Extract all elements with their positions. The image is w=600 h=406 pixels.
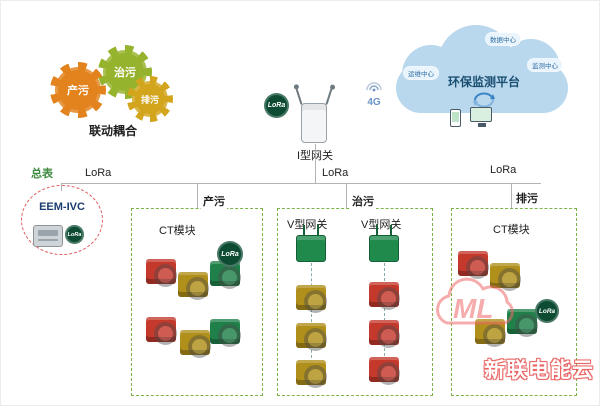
lora-badge-gateway: LoRa (264, 93, 289, 118)
connector-bus-chanwu (197, 183, 198, 208)
lora-badge-meter-label: LoRa (67, 231, 82, 238)
zone-title-zhiwu: 治污 (350, 193, 376, 209)
connector-bus-zhiwu (346, 183, 347, 208)
gateway-antenna-left-icon (295, 88, 303, 105)
connector-vgw2-modules (384, 263, 385, 361)
ct-module-label-chanwu: CT模块 (159, 225, 196, 237)
ct-module-yellow (296, 360, 327, 388)
ct-module-green (507, 309, 538, 337)
zone-title-chanwu: 产污 (201, 193, 227, 209)
ct-module-yellow (180, 330, 211, 358)
connector-vgw1-modules (311, 263, 312, 363)
gateway-antenna-right-icon (325, 88, 333, 105)
lora-badge-paiwu: LoRa (535, 299, 559, 323)
cloud-chip-ops-center: 运维中心 (404, 67, 438, 79)
ct-module-green (210, 261, 241, 289)
lora-badge-chanwu-label: LoRa (221, 250, 239, 258)
cloud-chip-data-center: 数据中心 (486, 33, 520, 45)
ct-module-yellow (490, 263, 521, 291)
phone-icon (450, 109, 461, 127)
ct-module-red (369, 357, 400, 385)
zone-box-chanwu (131, 208, 263, 396)
connector-gateway-bus (315, 144, 316, 183)
signal-4g: 4G (359, 79, 389, 108)
cloud-chip-monitor-center: 监测中心 (528, 59, 562, 71)
ct-module-label-paiwu: CT模块 (493, 224, 530, 236)
signal-4g-label: 4G (367, 97, 381, 108)
gear-zhiwu-label: 治污 (114, 67, 136, 79)
v-gateway-label-2: V型网关 (361, 219, 402, 231)
lora-badge-meter: LoRa (65, 225, 84, 244)
cloud-platform: 数据中心 运维中心 监测中心 环保监测平台 (394, 25, 574, 129)
ct-module-yellow (296, 285, 327, 313)
gear-cluster-caption: 联动耦合 (88, 124, 137, 138)
meter-dashed-ellipse (21, 185, 103, 255)
ct-module-red (146, 317, 177, 345)
gear-paiwu-label: 排污 (140, 94, 159, 105)
lora-badge-gateway-label: LoRa (267, 102, 286, 109)
monitor-icon (470, 107, 492, 127)
ct-module-red (369, 320, 400, 348)
gear-paiwu: 排污 (127, 76, 173, 122)
ct-module-yellow (296, 323, 327, 351)
v-gateway-label-1: V型网关 (287, 219, 328, 231)
lora-badge-chanwu: LoRa (217, 241, 243, 267)
meter-device-icon (33, 225, 63, 247)
ct-module-yellow (178, 272, 209, 300)
connector-bus-meter (61, 183, 62, 191)
gear-zhiwu: 治污 (98, 45, 152, 99)
zone-title-paiwu: 排污 (514, 190, 540, 206)
bus-lora-label-right: LoRa (490, 164, 517, 176)
lora-badge-paiwu-label: LoRa (538, 307, 556, 315)
v-gateway-device-1 (296, 225, 326, 262)
cloud-title: 环保监测平台 (447, 75, 520, 89)
sync-arrows-icon (470, 91, 498, 114)
v-gateway-device-2 (369, 225, 399, 262)
bus-lora-label-center: LoRa (322, 167, 349, 179)
ct-module-red (146, 259, 177, 287)
ct-module-red (369, 282, 400, 310)
bus-lora-label-left: LoRa (85, 167, 112, 179)
watermark-text: 新联电能云 (484, 359, 594, 382)
meter-model: EEM-IVC (39, 201, 85, 213)
ct-module-red (458, 251, 489, 279)
ct-module-yellow (475, 319, 506, 347)
gear-chanwu: 产污 (50, 62, 106, 118)
ct-module-green (210, 319, 241, 347)
meter-title: 总表 (31, 168, 53, 180)
signal-arcs-icon (366, 82, 382, 92)
gateway-device-icon (301, 103, 327, 143)
gear-chanwu-label: 产污 (67, 85, 89, 97)
connector-bus-paiwu (511, 183, 512, 208)
bus-line (61, 183, 541, 184)
